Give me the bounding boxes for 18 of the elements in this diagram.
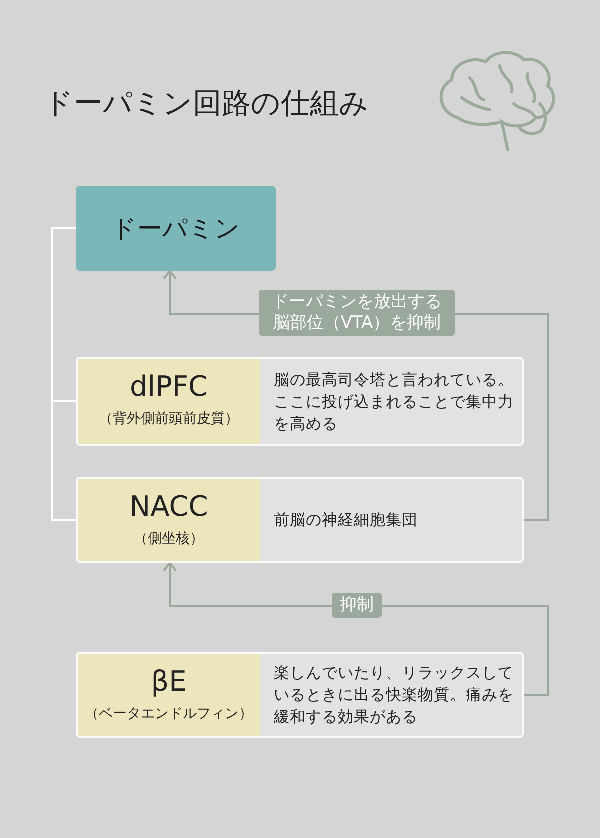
connector-line <box>51 228 76 521</box>
edge-label: ドーパミンを放出する脳部位（VTA）を抑制 <box>259 290 455 336</box>
arrow <box>163 562 549 696</box>
description-text: 楽しんでいたり、リラックスしているときに出る快楽物質。痛みを緩和する効果がある <box>274 663 514 728</box>
description-text: 脳の最高司令塔と言われている。ここに投げ込まれることで集中力を高める <box>274 370 514 434</box>
term-reading: （側坐核） <box>133 530 205 549</box>
title: ドーパミン回路の仕組み <box>44 85 369 122</box>
edge-label: 抑制 <box>332 592 382 618</box>
description-text: 前脳の神経細胞集団 <box>274 510 419 531</box>
term-reading: （背外側前頭前皮質） <box>98 410 240 429</box>
term-card <box>76 652 524 738</box>
term-name: βE <box>150 664 188 700</box>
title-box: ドーパミン <box>76 186 276 271</box>
term-name: NACC <box>128 489 210 525</box>
term-card <box>76 477 524 563</box>
term-card <box>76 357 524 446</box>
term-name: dlPFC <box>128 369 210 405</box>
term-reading: （ベータエンドルフィン） <box>84 705 254 724</box>
